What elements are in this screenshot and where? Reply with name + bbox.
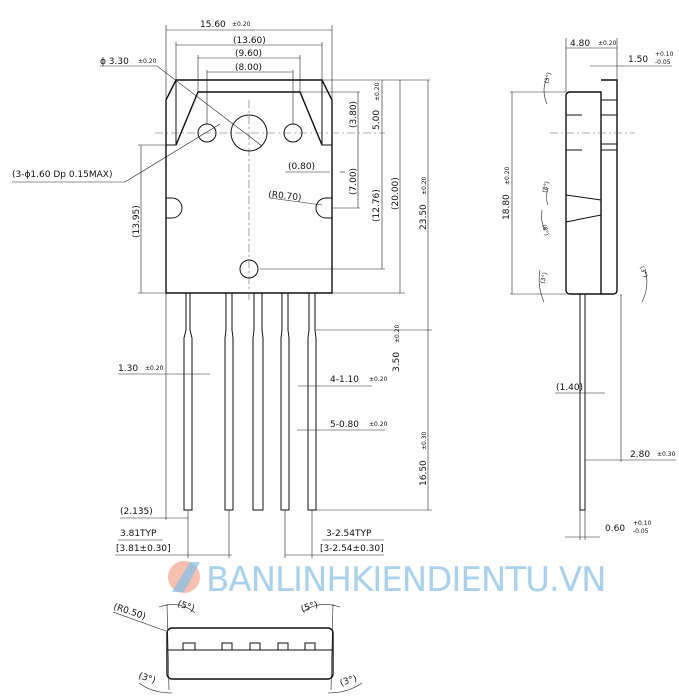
dim-hole-dia-tol: ±0.20 <box>138 58 157 65</box>
dim-tab-tol-plus: +0.10 <box>655 51 674 58</box>
dim-width-total-tol: ±0.20 <box>232 21 251 28</box>
dim-hole-dia: ϕ 3.30 <box>100 57 129 67</box>
dim-lead-thk-plus: +0.10 <box>633 520 652 527</box>
dim-pitch-3-81: 3.81TYP <box>120 529 157 539</box>
dim-height-tol: ±0.20 <box>504 166 511 185</box>
dim-r0-50: (R0.50) <box>112 602 147 622</box>
dim-4-1-10-tol: ±0.20 <box>369 376 388 383</box>
dim-23-50-tol: ±0.20 <box>421 176 428 195</box>
dim-20-00: (20.00) <box>391 177 401 210</box>
angle-3-bottom-right-view: (3°) <box>339 674 358 689</box>
leads <box>183 293 317 511</box>
angle-8-upper: (8°) <box>541 181 551 194</box>
dim-width-total: 15.60 <box>200 20 226 30</box>
dim-thickness-tol: ±0.20 <box>598 40 617 47</box>
side-view <box>510 38 676 540</box>
angle-8-lower: (8°) <box>540 224 550 237</box>
bottom-view <box>112 603 363 694</box>
dim-7-00: (7.00) <box>349 168 359 195</box>
watermark-logo: BANLINHKIENDIENTU.VN <box>168 560 607 600</box>
dim-13-60: (13.60) <box>233 36 266 46</box>
dim-height: 18.80 <box>502 194 512 220</box>
angle-3-top: (3°) <box>543 72 553 85</box>
mounting-hole <box>230 114 268 152</box>
dim-pitch-2-54-tol: [3-2.54±0.30] <box>320 544 384 554</box>
dim-0-80: (0.80) <box>288 162 315 172</box>
dim-5-00: 5.00 <box>372 110 382 130</box>
dim-5-0-80: 5-0.80 <box>330 420 359 430</box>
dim-lead-thk-minus: -0.05 <box>633 528 649 535</box>
dim-23-50: 23.50 <box>419 204 429 230</box>
angle-5-left: (5°) <box>176 599 195 614</box>
dim-4-1-10: 4-1.10 <box>330 375 359 385</box>
dim-5-00-tol: ±0.20 <box>374 82 381 101</box>
dim-1-40: (1.40) <box>556 383 583 393</box>
dim-12-76: (12.76) <box>372 189 382 222</box>
dim-thickness: 4.80 <box>570 39 590 49</box>
dim-16-50-tol: ±0.30 <box>421 431 428 450</box>
dim-pitch-2-54: 3-2.54TYP <box>326 529 372 539</box>
dim-9-60: (9.60) <box>235 49 262 59</box>
dim-16-50: 16.50 <box>419 460 429 486</box>
dim-13-95: (13.95) <box>132 205 142 238</box>
angle-3-bottom-left: (3°) <box>539 272 549 285</box>
dim-tab-tol-minus: -0.05 <box>655 59 671 66</box>
dim-tab: 1.50 <box>628 55 648 65</box>
watermark-text: BANLINHKIENDIENTU.VN <box>206 560 606 600</box>
dim-lead-1-30: 1.30 <box>118 364 138 374</box>
dim-2-80-tol: ±0.30 <box>657 451 676 458</box>
dim-8-00: (8.00) <box>235 63 262 73</box>
dim-lead-1-30-tol: ±0.20 <box>145 365 164 372</box>
dim-small-holes: (3-ϕ1.60 Dp 0.15MAX) <box>12 170 112 180</box>
dim-3-50: 3.50 <box>392 352 402 372</box>
dim-2-80: 2.80 <box>630 450 650 460</box>
dim-3-80: (3.80) <box>349 101 359 128</box>
dim-2-135: (2.135) <box>120 507 153 517</box>
front-dimension-lines <box>12 25 432 558</box>
dim-pitch-3-81-tol: [3.81±0.30] <box>116 544 171 554</box>
dim-3-50-tol: ±0.20 <box>394 324 401 343</box>
dim-r0-70: (R0.70) <box>268 190 302 203</box>
angle-5-right: (5°) <box>300 600 319 615</box>
dim-5-0-80-tol: ±0.20 <box>369 421 388 428</box>
dim-lead-thk: 0.60 <box>605 524 625 534</box>
angle-3-bottom-right: (3°) <box>638 265 649 278</box>
